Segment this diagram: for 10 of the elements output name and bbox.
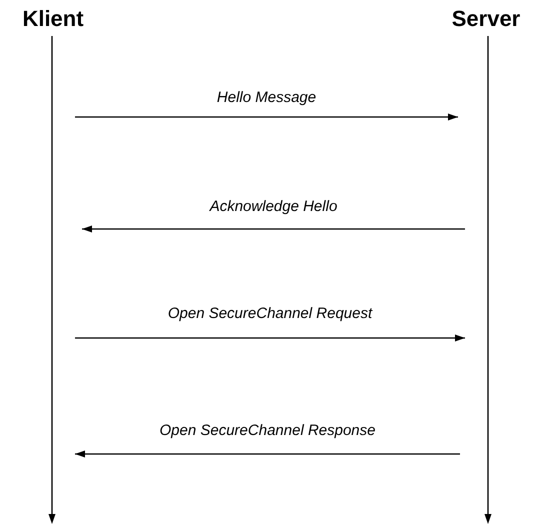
edge-label: Acknowledge Hello (210, 197, 338, 217)
participant-label: Server (450, 5, 522, 33)
arrow (82, 226, 465, 232)
participant-label: Klient (21, 5, 85, 33)
arrow (75, 334, 465, 342)
arrow (75, 450, 460, 458)
edge-label: Open SecureChannel Response (160, 421, 376, 441)
edge-label: Hello Message (216, 88, 316, 108)
arrow (75, 114, 458, 120)
edge-label: Open SecureChannel Request (168, 304, 372, 324)
